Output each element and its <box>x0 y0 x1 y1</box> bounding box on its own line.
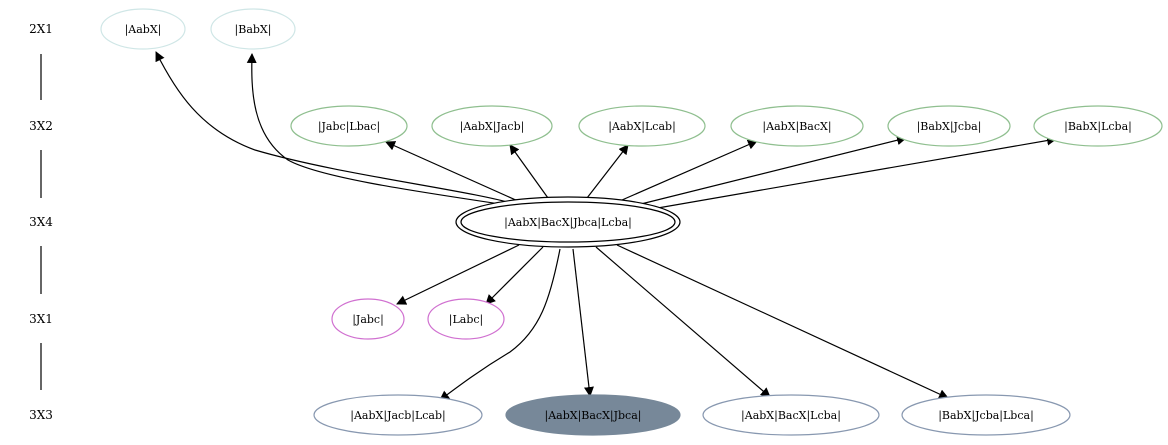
rank-label: 3X1 <box>29 312 53 326</box>
graph-edge <box>586 144 629 199</box>
graph-node[interactable]: |BabX|Lcba| <box>1033 105 1163 147</box>
graph-edge <box>621 140 758 201</box>
node-shape <box>210 8 296 50</box>
node-label: |AabX|BacX|Jbca|Lcba| <box>504 216 632 230</box>
rank-label: 3X4 <box>29 215 53 229</box>
node-label: |AabX|BacX| <box>762 120 831 134</box>
node-shape <box>100 8 186 50</box>
node-label: |AabX|BacX|Jbca| <box>544 409 641 423</box>
node-shape <box>505 394 681 436</box>
node-shape <box>290 105 408 147</box>
node-label: |AabX|BacX|Lcba| <box>741 409 841 423</box>
graph-edge <box>485 246 544 305</box>
nodes: |AabX| |BabX| |Jabc|Lbac| |AabX|Jacb| |A… <box>100 8 1163 436</box>
node-label: |BabX|Jcba|Lbca| <box>938 409 1034 423</box>
graph-edge <box>509 144 549 199</box>
graph-node[interactable]: |AabX|Jacb|Lcab| <box>313 394 483 436</box>
node-label: |BabX|Lcba| <box>1064 120 1132 134</box>
graph-node[interactable]: |AabX|BacX| <box>730 105 864 147</box>
graph-node-center[interactable]: |AabX|BacX|Jbca|Lcba| <box>455 196 681 248</box>
graph-edge <box>439 248 561 401</box>
node-shape <box>730 105 864 147</box>
graph-edge <box>616 244 949 399</box>
node-label: |BabX| <box>235 23 272 37</box>
node-label: |Jabc| <box>352 313 384 327</box>
node-shape <box>702 394 880 436</box>
graph-node[interactable]: |Labc| <box>427 298 505 340</box>
graph-edge <box>396 244 520 305</box>
node-label: |BabX|Jcba| <box>917 120 982 134</box>
graph-edge <box>385 141 519 202</box>
graph-node[interactable]: |AabX|BacX|Lcba| <box>702 394 880 436</box>
node-label: |AabX|Lcab| <box>608 120 676 134</box>
graph-edge <box>640 135 907 205</box>
node-shape <box>578 105 706 147</box>
graph-edge <box>155 51 519 206</box>
rank-label: 3X2 <box>29 119 53 133</box>
node-shape <box>1033 105 1163 147</box>
node-label: |AabX| <box>125 23 162 37</box>
node-shape <box>427 298 505 340</box>
node-shape <box>313 394 483 436</box>
graph-node[interactable]: |Jabc| <box>331 298 405 340</box>
node-label: |AabX|Jacb| <box>460 120 525 134</box>
node-shape <box>887 105 1011 147</box>
graph-node[interactable]: |AabX|Lcab| <box>578 105 706 147</box>
rank-column: 2X1 3X2 3X4 3X1 3X3 <box>29 22 53 422</box>
graph-node-highlighted[interactable]: |AabX|BacX|Jbca| <box>505 394 681 436</box>
graph-node[interactable]: |AabX| <box>100 8 186 50</box>
graph-node[interactable]: |AabX|Jacb| <box>431 105 553 147</box>
edges <box>155 51 1057 401</box>
node-shape-inner <box>460 201 676 243</box>
graph-edge <box>651 135 1057 210</box>
node-label: |Jabc|Lbac| <box>318 120 380 134</box>
rank-label: 2X1 <box>29 22 53 36</box>
node-label: |Labc| <box>449 313 483 327</box>
graph-edge <box>246 53 521 208</box>
graph-node[interactable]: |BabX| <box>210 8 296 50</box>
rank-label: 3X3 <box>29 408 53 422</box>
graph-node[interactable]: |BabX|Jcba|Lbca| <box>901 394 1071 436</box>
node-label: |AabX|Jacb|Lcab| <box>350 409 445 423</box>
graph-node[interactable]: |Jabc|Lbac| <box>290 105 408 147</box>
node-shape <box>331 298 405 340</box>
node-shape <box>901 394 1071 436</box>
graph-edge <box>595 246 771 398</box>
graph-node[interactable]: |BabX|Jcba| <box>887 105 1011 147</box>
graph-edge <box>572 248 594 397</box>
node-shape <box>431 105 553 147</box>
